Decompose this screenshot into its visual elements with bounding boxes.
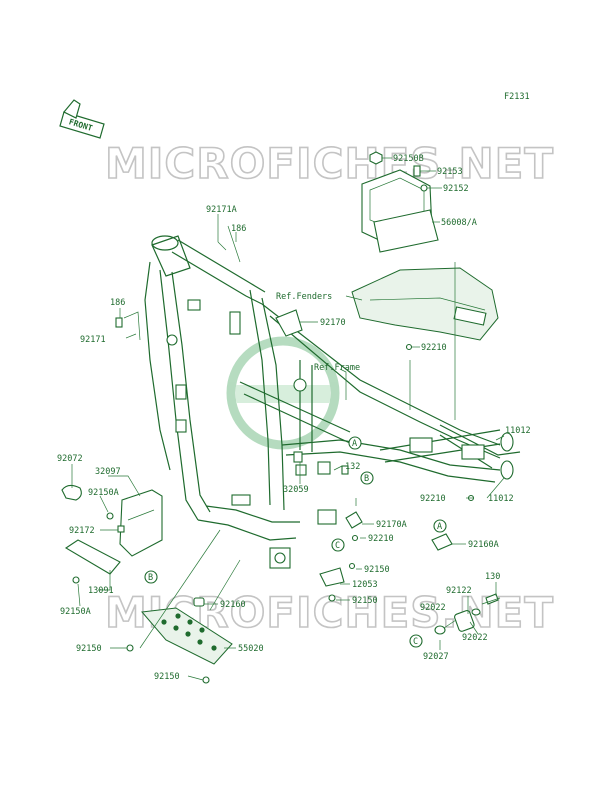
callout-a-right: A bbox=[437, 522, 442, 532]
part-label-92150A-bottom: 92150A bbox=[60, 607, 91, 617]
part-label-92170: 92170 bbox=[320, 318, 346, 328]
ref-frame: Ref.Frame bbox=[314, 363, 360, 373]
part-label-92150-bottom: 92150 bbox=[154, 672, 180, 682]
part-label-92171A: 92171A bbox=[206, 205, 237, 215]
part-label-92170A: 92170A bbox=[376, 520, 407, 530]
callout-b-frame: B bbox=[364, 474, 369, 484]
part-label-92210-right: 92210 bbox=[420, 494, 446, 504]
part-label-11012-top: 11012 bbox=[505, 426, 531, 436]
part-label-92150-lower: 92150 bbox=[352, 596, 378, 606]
ref-fenders: Ref.Fenders bbox=[276, 292, 332, 302]
part-label-92210-top: 92210 bbox=[421, 343, 447, 353]
part-label-92150A-top: 92150A bbox=[88, 488, 119, 498]
part-label-186-left: 186 bbox=[110, 298, 125, 308]
part-label-92027: 92027 bbox=[423, 652, 449, 662]
part-number-labels: 92150B 92153 92152 56008/A 92171A 186 18… bbox=[57, 154, 531, 682]
part-label-92160A: 92160A bbox=[468, 540, 499, 550]
frame-assembly bbox=[144, 235, 521, 569]
fender-bracket-92170 bbox=[275, 309, 303, 337]
part-label-92172: 92172 bbox=[69, 526, 95, 536]
part-label-92171: 92171 bbox=[80, 335, 106, 345]
watermark-top: MICROFICHES.NET bbox=[105, 139, 554, 188]
part-label-92150-mid: 92150 bbox=[364, 565, 390, 575]
part-label-92122: 92122 bbox=[446, 586, 472, 596]
front-direction-icon: FRONT bbox=[59, 99, 105, 139]
skid-plate-55020 bbox=[141, 607, 233, 665]
leader-lines bbox=[71, 157, 505, 681]
part-label-92150-left: 92150 bbox=[76, 644, 102, 654]
part-label-32059: 32059 bbox=[283, 485, 309, 495]
part-label-92210-mid: 92210 bbox=[368, 534, 394, 544]
part-label-92022-left: 92022 bbox=[420, 603, 446, 613]
part-label-13091: 13091 bbox=[88, 586, 114, 596]
part-label-186-top: 186 bbox=[231, 224, 246, 234]
callout-group: A B C A B C bbox=[144, 436, 447, 648]
part-label-132: 132 bbox=[345, 462, 360, 472]
callout-b-left: B bbox=[148, 573, 153, 583]
part-label-92152: 92152 bbox=[443, 184, 469, 194]
rubber-92160 bbox=[193, 597, 205, 607]
part-label-92150B: 92150B bbox=[393, 154, 424, 164]
part-label-92153: 92153 bbox=[437, 167, 463, 177]
stay-13091 bbox=[64, 539, 121, 575]
tool-box-56008 bbox=[361, 169, 439, 253]
part-label-32097: 32097 bbox=[95, 467, 121, 477]
rear-fender bbox=[351, 267, 499, 341]
part-label-92072: 92072 bbox=[57, 454, 83, 464]
part-label-92022-right: 92022 bbox=[462, 633, 488, 643]
part-label-56008A: 56008/A bbox=[441, 218, 477, 228]
clamp-92072 bbox=[61, 484, 82, 501]
callout-a-frame: A bbox=[352, 439, 357, 449]
part-label-11012-bottom: 11012 bbox=[488, 494, 514, 504]
callout-c-frame: C bbox=[335, 541, 340, 551]
cover-32097 bbox=[119, 489, 163, 557]
part-label-130: 130 bbox=[485, 572, 500, 582]
callout-c-right: C bbox=[413, 637, 418, 647]
part-label-55020: 55020 bbox=[238, 644, 264, 654]
part-label-92160: 92160 bbox=[220, 600, 246, 610]
figure-id: F2131 bbox=[504, 92, 530, 102]
part-label-12053: 12053 bbox=[352, 580, 378, 590]
